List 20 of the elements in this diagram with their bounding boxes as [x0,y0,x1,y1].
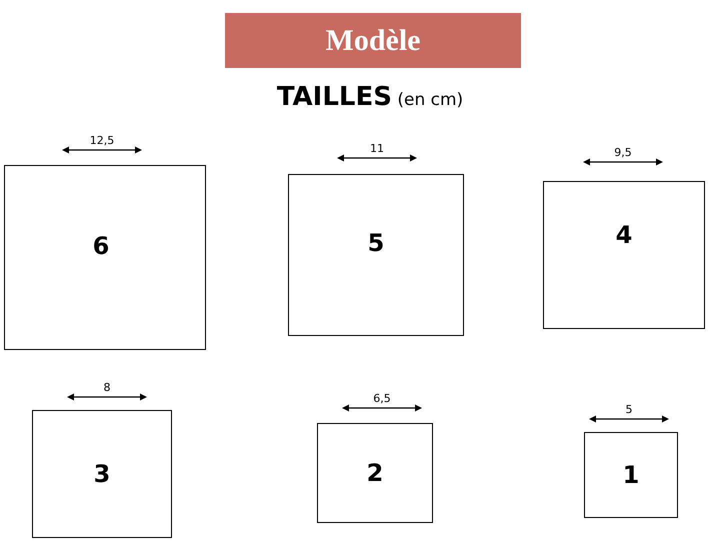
size-number: 2 [366,458,384,489]
dimension-label: 6,5 [372,391,392,407]
size-number: 4 [616,220,632,251]
size-number: 3 [94,459,110,490]
size-number: 1 [622,460,640,491]
size-square [543,181,705,329]
heading-text: TAILLES (en cm) [276,81,464,114]
size-square [288,174,464,336]
size-square [32,410,172,538]
size-square [584,432,678,518]
dimension-label: 5 [624,402,634,418]
size-square [4,165,206,350]
size-square [317,423,433,523]
size-number: 5 [368,228,384,259]
dimension-label: 11 [369,141,385,157]
size-number: 6 [92,230,110,262]
dimension-label: 12,5 [88,133,116,149]
title-banner: Modèle [225,13,521,68]
dimension-label: 9,5 [613,145,633,161]
dimension-label: 8 [102,380,112,396]
